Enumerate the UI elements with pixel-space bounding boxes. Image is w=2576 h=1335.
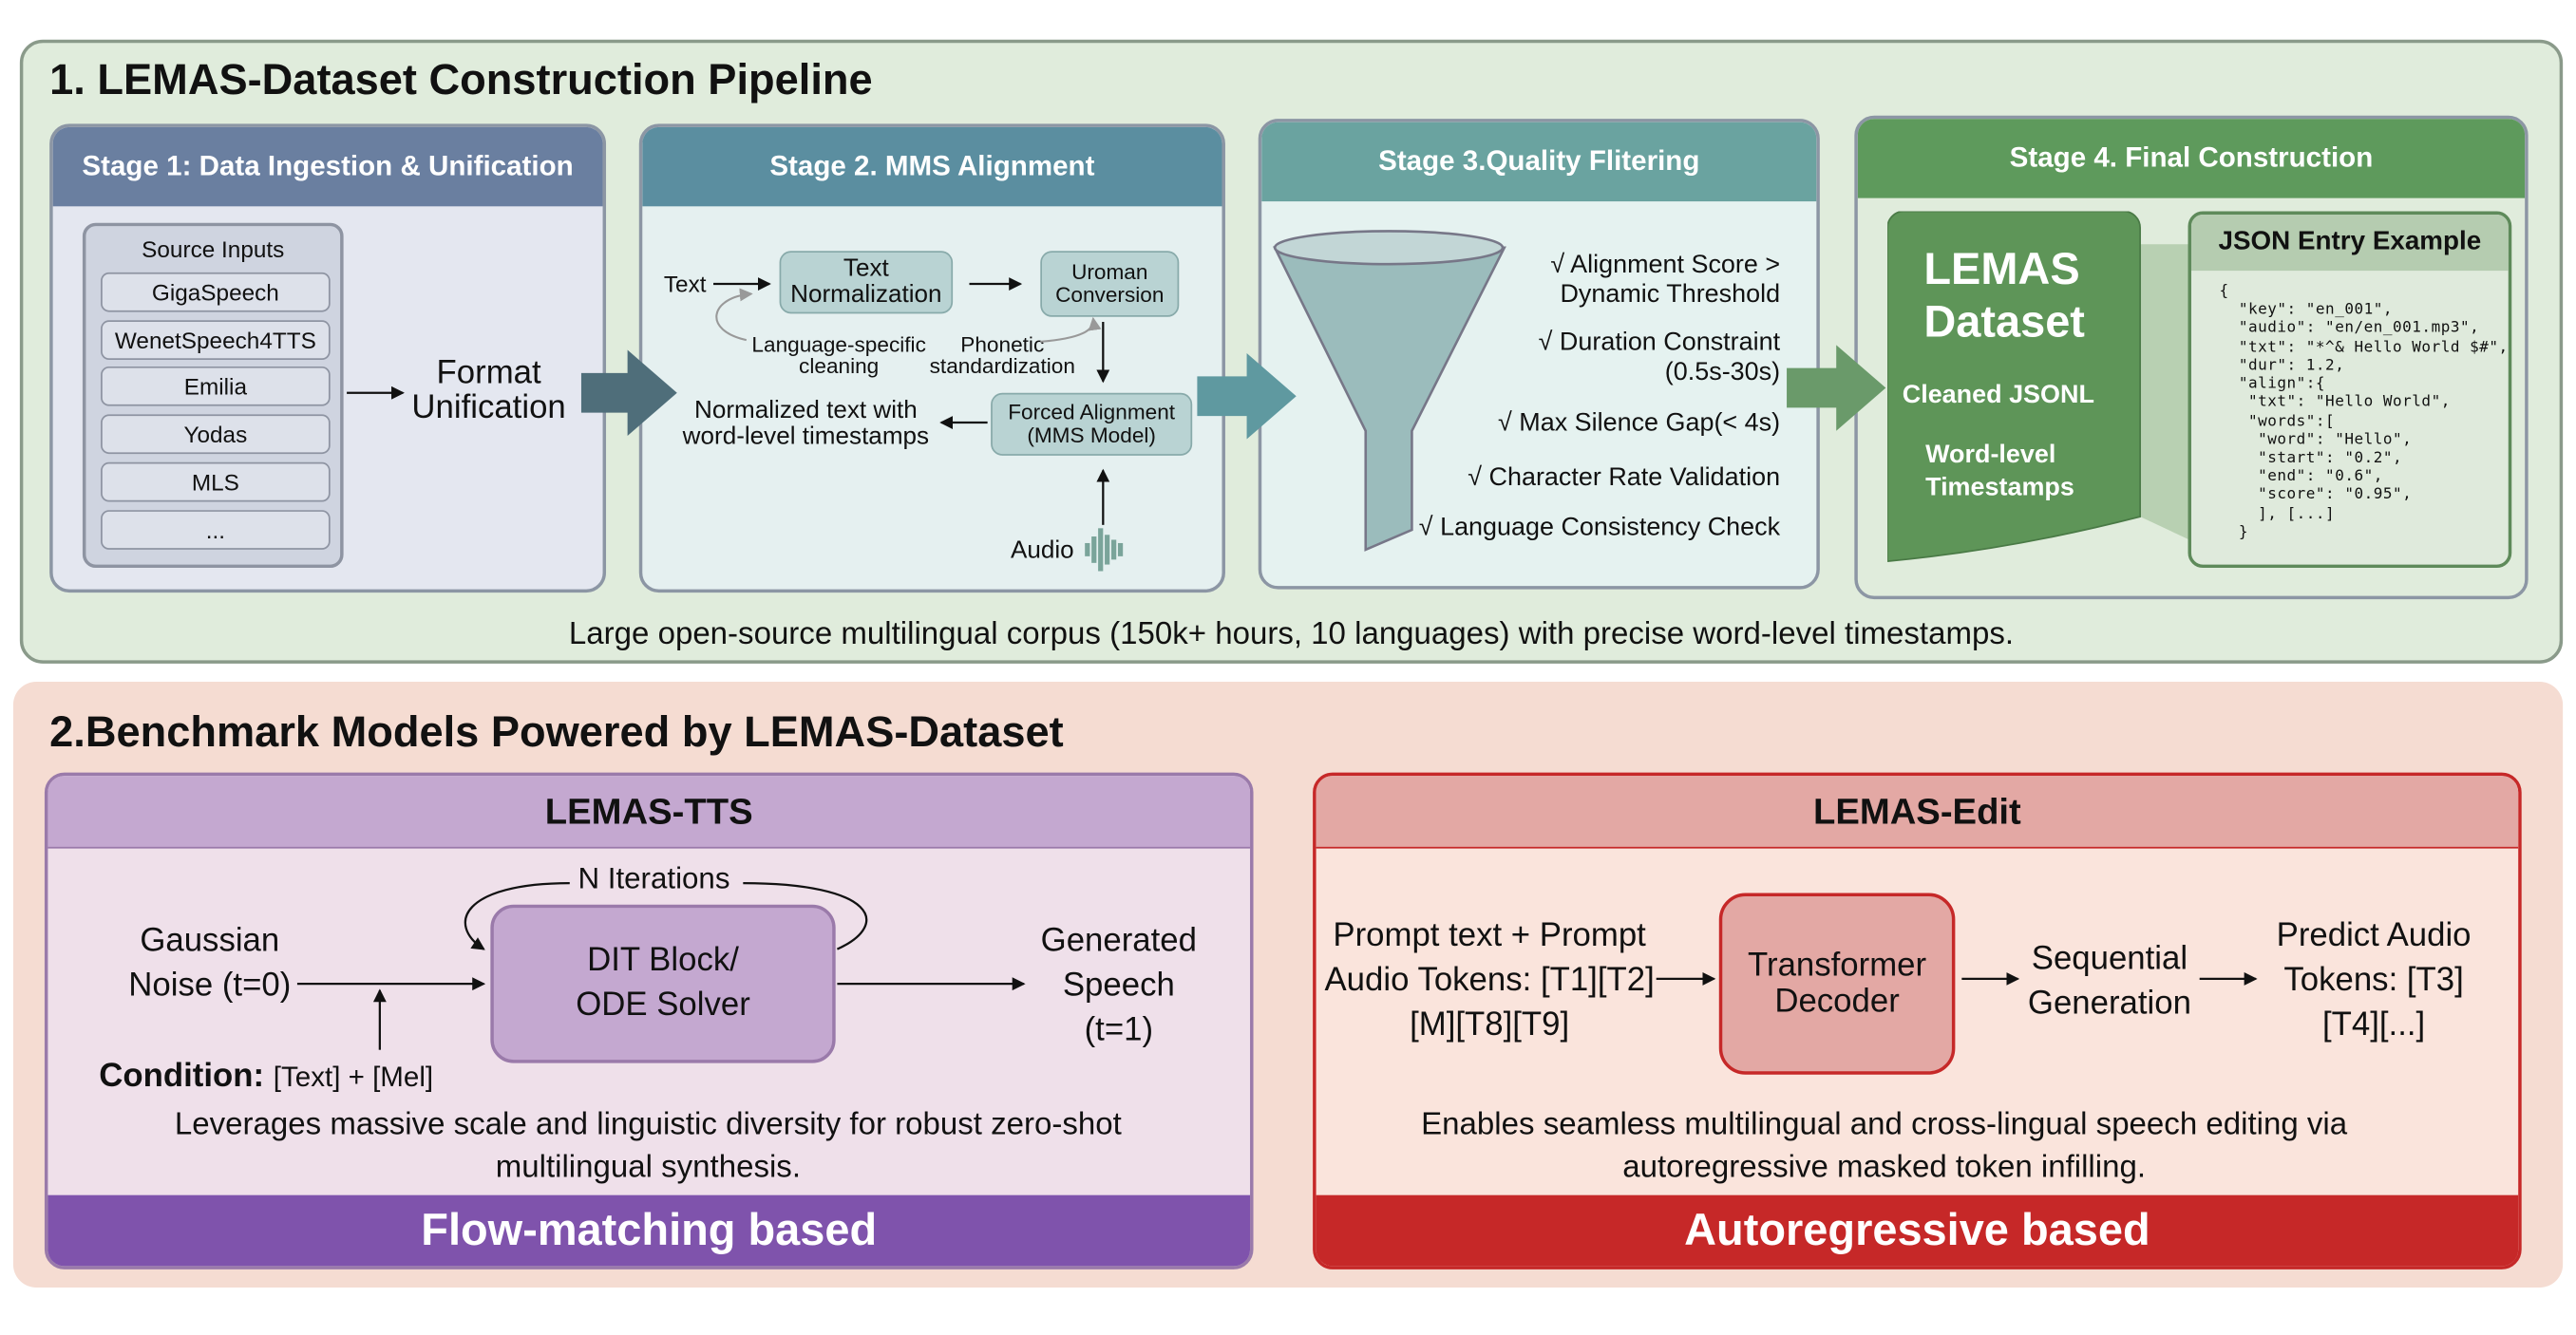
check-character-rate: √ Character Rate Validation — [1468, 463, 1781, 493]
dataset-name: LEMAS Dataset — [1923, 244, 2085, 348]
condition-row: Condition: [Text] + [Mel] — [99, 1058, 433, 1096]
sequential-generation-label: Sequential Generation — [2027, 940, 2191, 1023]
dataset-feature: Word-level Timestamps — [1925, 441, 2074, 502]
tts-title: LEMAS-TTS — [47, 776, 1251, 849]
source-item: MLS — [101, 461, 331, 502]
condition-value: [Text] + [Mel] — [273, 1061, 434, 1093]
generated-speech-label: Generated Speech (t=1) — [1040, 922, 1197, 1048]
condition-label: Condition: — [99, 1058, 265, 1095]
pipeline-title: 1. LEMAS-Dataset Construction Pipeline — [49, 54, 873, 104]
tts-description: Leverages massive scale and linguistic d… — [174, 1107, 1122, 1185]
gaussian-noise-label: Gaussian Noise (t=0) — [128, 922, 292, 1005]
language-cleaning-label: Language-specific cleaning — [751, 331, 926, 379]
source-inputs-label: Source Inputs — [142, 235, 285, 263]
prompt-input-label: Prompt text + Prompt Audio Tokens: [T1][… — [1324, 917, 1655, 1044]
audio-label: Audio — [1010, 536, 1074, 565]
check-alignment-score: √ Alignment Score > Dynamic Threshold — [1550, 251, 1781, 309]
stage4-title: Stage 4. Final Construction — [1857, 119, 2526, 198]
source-item: ... — [101, 510, 331, 550]
phonetic-label: Phonetic standardization — [929, 331, 1075, 379]
transformer-decoder-block: Transformer Decoder — [1718, 893, 1956, 1075]
check-silence-gap: √ Max Silence Gap(< 4s) — [1497, 409, 1781, 438]
stage1-title: Stage 1: Data Ingestion & Unification — [52, 126, 603, 207]
audio-waveform-icon — [1085, 528, 1124, 572]
pipeline-caption: Large open-source multilingual corpus (1… — [568, 617, 2015, 652]
check-duration: √ Duration Constraint (0.5s-30s) — [1538, 328, 1781, 386]
json-example-title: JSON Entry Example — [2190, 215, 2509, 272]
edit-description: Enables seamless multilingual and cross-… — [1421, 1107, 2348, 1185]
uroman-conversion-box: Uroman Conversion — [1040, 251, 1180, 317]
edit-footer: Autoregressive based — [1316, 1194, 2519, 1267]
dataset-document-icon — [1887, 211, 2193, 562]
json-example-box: JSON Entry Example { "key": "en_001", "a… — [2188, 211, 2512, 569]
source-inputs: Source Inputs GigaSpeech WenetSpeech4TTS… — [82, 222, 344, 569]
funnel-icon — [1273, 230, 1506, 552]
text-normalization-box: Text Normalization — [779, 251, 954, 314]
source-item: Emilia — [101, 366, 331, 406]
dataset-format: Cleaned JSONL — [1902, 381, 2094, 410]
stage2-panel: Stage 2. MMS Alignment — [638, 123, 1225, 593]
text-input-label: Text — [663, 271, 707, 297]
benchmark-title: 2.Benchmark Models Powered by LEMAS-Data… — [49, 706, 1064, 757]
source-item: WenetSpeech4TTS — [101, 320, 331, 360]
stage3-panel: Stage 3.Quality Flitering — [1258, 119, 1820, 590]
predict-audio-tokens-label: Predict Audio Tokens: [T3][T4][...] — [2276, 917, 2472, 1044]
stage3-title: Stage 3.Quality Flitering — [1261, 122, 1817, 202]
stage2-title: Stage 2. MMS Alignment — [642, 126, 1222, 207]
dit-block: DIT Block/ ODE Solver — [490, 904, 836, 1063]
source-item: GigaSpeech — [101, 272, 331, 312]
edit-title: LEMAS-Edit — [1316, 776, 2519, 849]
source-item: Yodas — [101, 414, 331, 455]
tts-footer: Flow-matching based — [47, 1194, 1251, 1267]
forced-alignment-box: Forced Alignment (MMS Model) — [991, 392, 1193, 456]
format-unification: Format Unification — [411, 354, 566, 426]
n-iterations-label: N Iterations — [578, 861, 730, 895]
normalized-output-label: Normalized text with word-level timestam… — [682, 396, 930, 451]
json-example-code: { "key": "en_001", "audio": "en/en_001.m… — [2219, 282, 2509, 541]
check-language-consistency: √ Language Consistency Check — [1418, 513, 1781, 542]
